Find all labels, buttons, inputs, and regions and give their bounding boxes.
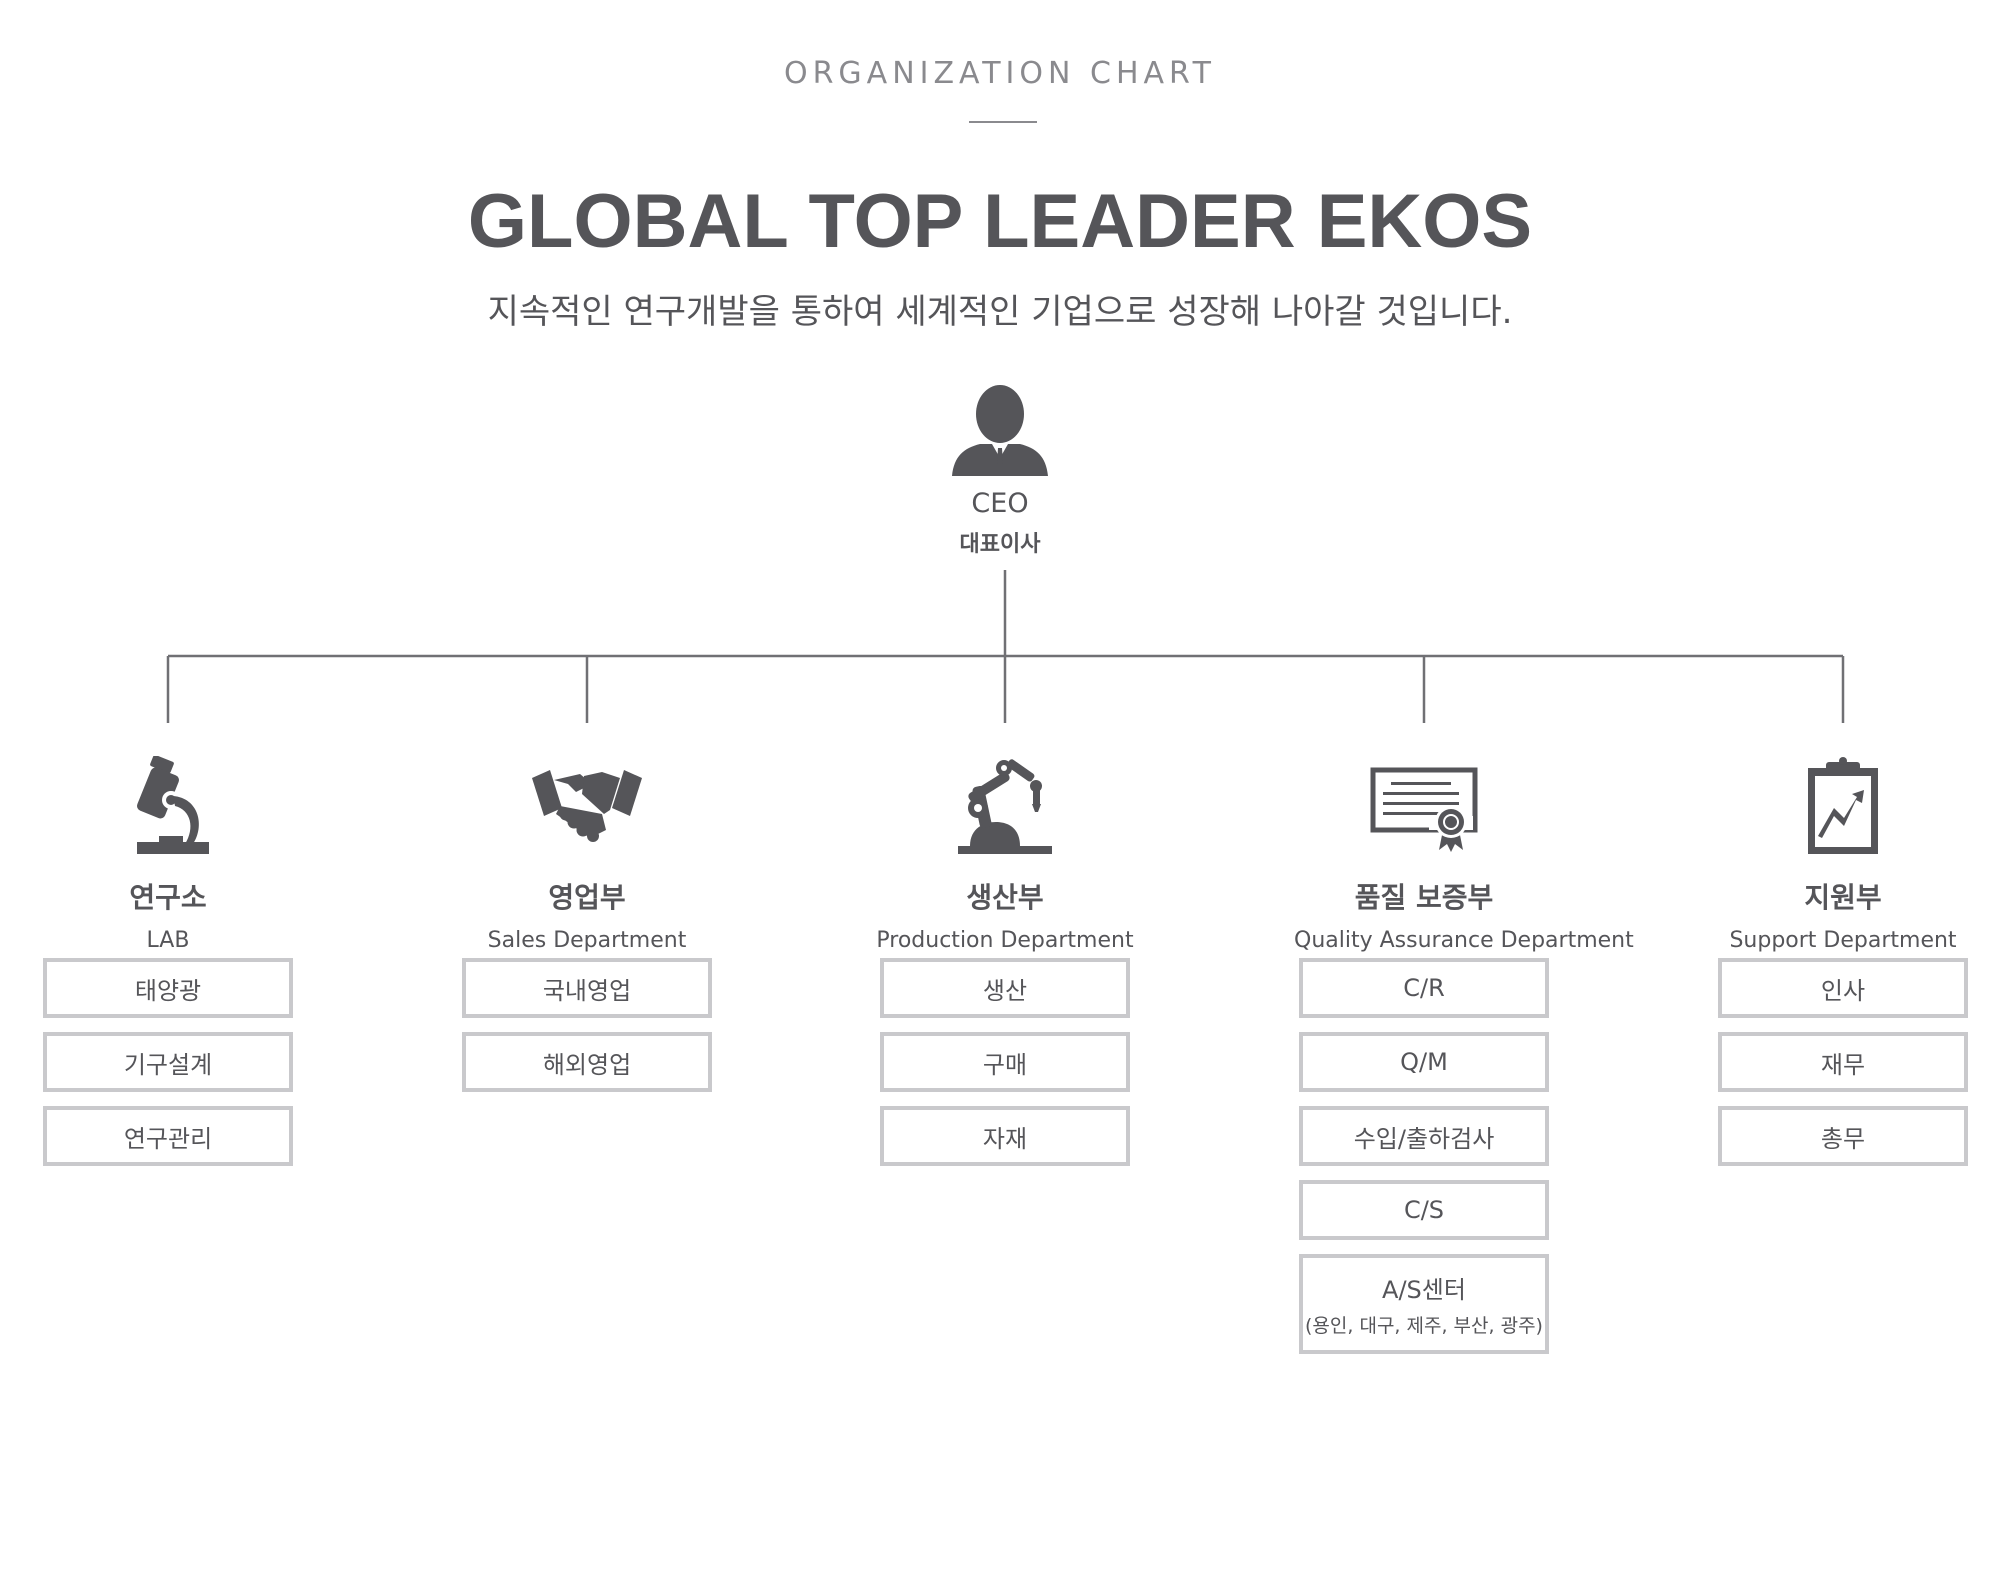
department-name-en: Quality Assurance Department [1294, 928, 1634, 953]
production-team-list: 생산 구매 자재 [880, 958, 1130, 1180]
department-name-ko: 생산부 [966, 881, 1044, 914]
department-name-en: LAB [146, 928, 190, 953]
team-box: 재무 [1718, 1032, 1968, 1092]
team-box: 생산 [880, 958, 1130, 1018]
team-box: C/R [1299, 958, 1549, 1018]
clipboard-chart-icon [1808, 757, 1878, 854]
handshake-icon [532, 770, 642, 842]
team-box: Q/M [1299, 1032, 1549, 1092]
team-box: 인사 [1718, 958, 1968, 1018]
team-box: 구매 [880, 1032, 1130, 1092]
lab-team-list: 태양광 기구설계 연구관리 [43, 958, 293, 1180]
certificate-icon [1370, 767, 1478, 852]
team-box: 연구관리 [43, 1106, 293, 1166]
department-name-ko: 영업부 [548, 881, 626, 914]
team-box: 총무 [1718, 1106, 1968, 1166]
department-support: 지원부 Support Department [1713, 756, 1973, 953]
eyebrow-divider [969, 121, 1037, 123]
ceo-title-en: CEO [971, 488, 1029, 519]
department-quality-assurance: 품질 보증부 Quality Assurance Department [1294, 756, 1634, 953]
department-name-ko: 지원부 [1804, 881, 1882, 914]
page-title: GLOBAL TOP LEADER EKOS [467, 179, 1533, 264]
department-name-en: Support Department [1729, 928, 1957, 953]
ceo-title-ko: 대표이사 [959, 532, 1041, 557]
robot-arm-icon [958, 759, 1052, 854]
microscope-icon [136, 756, 209, 854]
team-box: 수입/출하검사 [1299, 1106, 1549, 1166]
page-subtitle: 지속적인 연구개발을 통하여 세계적인 기업으로 성장해 나아갈 것입니다. [487, 292, 1513, 332]
department-name-en: Production Department [876, 928, 1134, 953]
department-name-en: Sales Department [487, 928, 687, 953]
department-name-ko: 연구소 [129, 881, 207, 914]
department-sales: 영업부 Sales Department [457, 756, 717, 953]
ceo-person-icon [952, 385, 1048, 476]
team-box: 해외영업 [462, 1032, 712, 1092]
team-box: 국내영업 [462, 958, 712, 1018]
sales-team-list: 국내영업 해외영업 [462, 958, 712, 1106]
team-box: C/S [1299, 1180, 1549, 1240]
team-box: 기구설계 [43, 1032, 293, 1092]
department-lab: 연구소 LAB [38, 756, 298, 953]
support-team-list: 인사 재무 총무 [1718, 958, 1968, 1180]
as-center-locations: (용인, 대구, 제주, 부산, 광주) [1305, 1315, 1543, 1337]
eyebrow-label: ORGANIZATION CHART [783, 56, 1217, 91]
department-production: 생산부 Production Department [875, 756, 1135, 953]
as-center-box: A/S센터 (용인, 대구, 제주, 부산, 광주) [1299, 1254, 1549, 1354]
as-center-label: A/S센터 [1382, 1276, 1466, 1304]
qa-team-list: C/R Q/M 수입/출하검사 C/S A/S센터 (용인, 대구, 제주, 부… [1299, 958, 1549, 1368]
team-box: 태양광 [43, 958, 293, 1018]
team-box: 자재 [880, 1106, 1130, 1166]
department-name-ko: 품질 보증부 [1354, 881, 1494, 914]
